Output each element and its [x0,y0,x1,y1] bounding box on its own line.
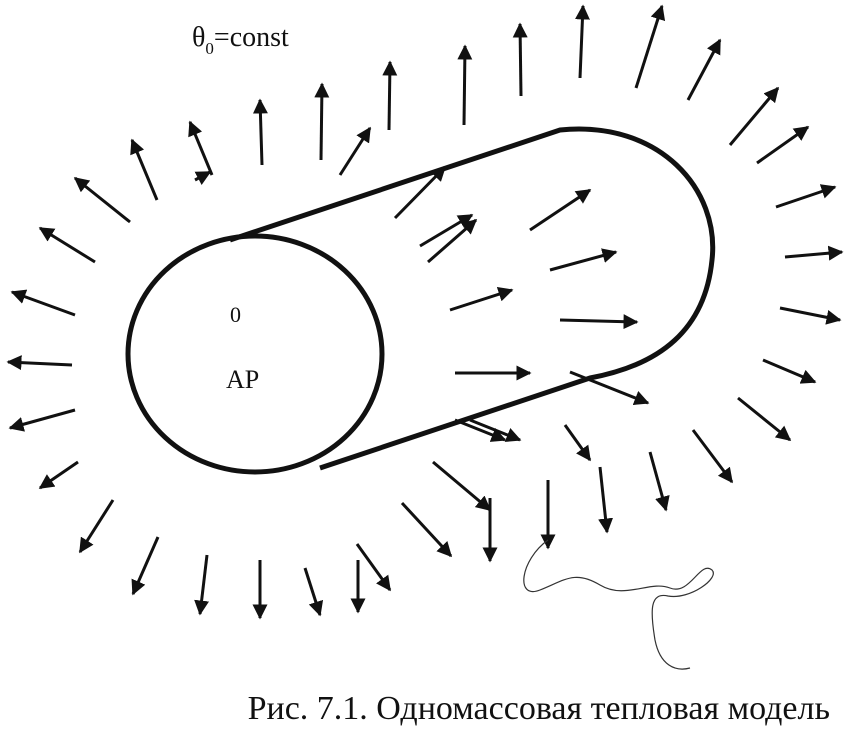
heat-flux-arrow [454,418,507,442]
heat-flux-arrow [563,424,592,462]
heat-flux-arrow [382,60,398,131]
heat-flux-arrow [338,126,372,176]
heat-flux-arrow [634,4,666,89]
heat-flux-arrow [314,82,330,161]
heat-flux-arrow [569,370,650,405]
body-name-label: AP [226,365,259,394]
heat-flux-arrow [574,4,590,79]
ambient-temperature-label: θ0=const [192,22,289,58]
heat-flux-arrow [38,226,96,264]
heat-flux-arrow [73,176,131,224]
heat-flux-arrow [130,138,159,201]
heat-flux-arrow [6,355,73,371]
thermal-model-diagram: 0 AP θ0=const [6,4,844,670]
heat-flux-arrow [648,451,670,512]
figure-caption: Рис. 7.1. Одномассовая тепловая модель [247,690,830,727]
heat-flux-arrow [549,248,618,272]
heat-flux-arrow [737,396,792,442]
heat-flux-arrow [756,125,810,165]
heat-flux-arrow [427,218,478,264]
heat-flux-arrow [529,188,592,232]
heat-flux-arrows [6,4,844,620]
heat-flux-arrow [784,245,844,261]
heat-flux-arrow [252,98,268,166]
heat-flux-arrow [131,536,160,596]
const-text: =const [214,22,289,53]
heat-flux-arrow [432,460,492,512]
heat-flux-arrow [512,22,528,97]
heat-flux-arrow [691,429,734,484]
heat-flux-arrow [728,86,780,146]
heat-flux-arrow [598,466,614,534]
heat-flux-arrow [10,289,76,317]
heat-flux-arrow [400,501,453,558]
heat-flux-arrow [78,499,115,554]
theta-symbol: θ [192,22,205,53]
heat-flux-arrow [686,38,722,101]
cylinder-body [125,126,716,475]
handwritten-squiggle [523,539,714,670]
cylinder-end-face [125,233,385,475]
heat-flux-arrow [457,44,473,126]
heat-flux-arrow [188,120,214,176]
heat-flux-arrow [355,543,392,592]
heat-flux-arrow [194,554,210,616]
heat-flux-arrow [393,165,447,220]
heat-flux-arrow [762,358,817,384]
heat-flux-arrow [449,287,514,312]
heat-flux-arrow [38,460,79,490]
heat-flux-arrow [194,170,212,185]
heat-flux-arrow [779,306,842,325]
heat-flux-arrow [303,567,324,617]
heat-flux-arrow [775,184,837,209]
cylinder-outline [229,126,716,471]
heat-flux-arrow [8,408,76,432]
theta-subscript: 0 [205,39,214,58]
node-label: 0 [230,302,241,327]
heat-flux-arrow [559,314,639,330]
